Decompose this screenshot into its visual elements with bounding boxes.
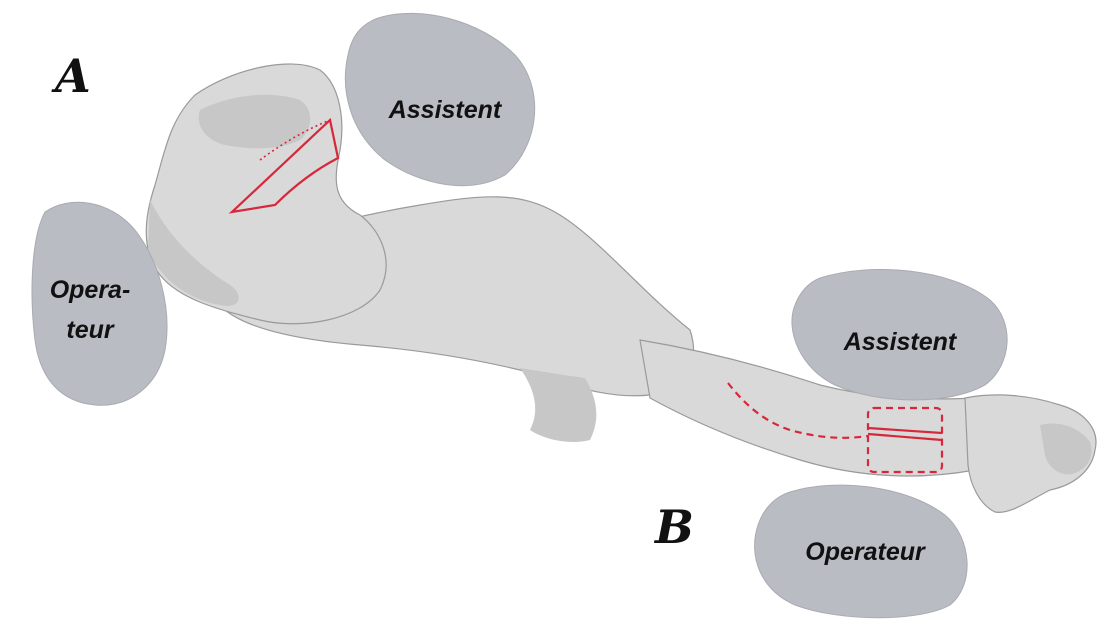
operator-pad-a-label-line1: Opera- [50,276,131,304]
operator-pad-b: Operateur [755,485,968,618]
operator-pad-a-label-line2: teur [66,316,115,344]
operator-pad-b-label: Operateur [805,538,926,566]
panel-label-b: B [653,500,694,554]
assistant-pad-b-label: Assistent [843,328,958,356]
assistant-pad-a: Assistent [345,13,534,185]
panel-label-a: A [51,49,91,103]
assistant-pad-b: Assistent [792,269,1007,400]
assistant-pad-a-label: Assistent [388,96,503,124]
arm-drape [520,368,596,442]
